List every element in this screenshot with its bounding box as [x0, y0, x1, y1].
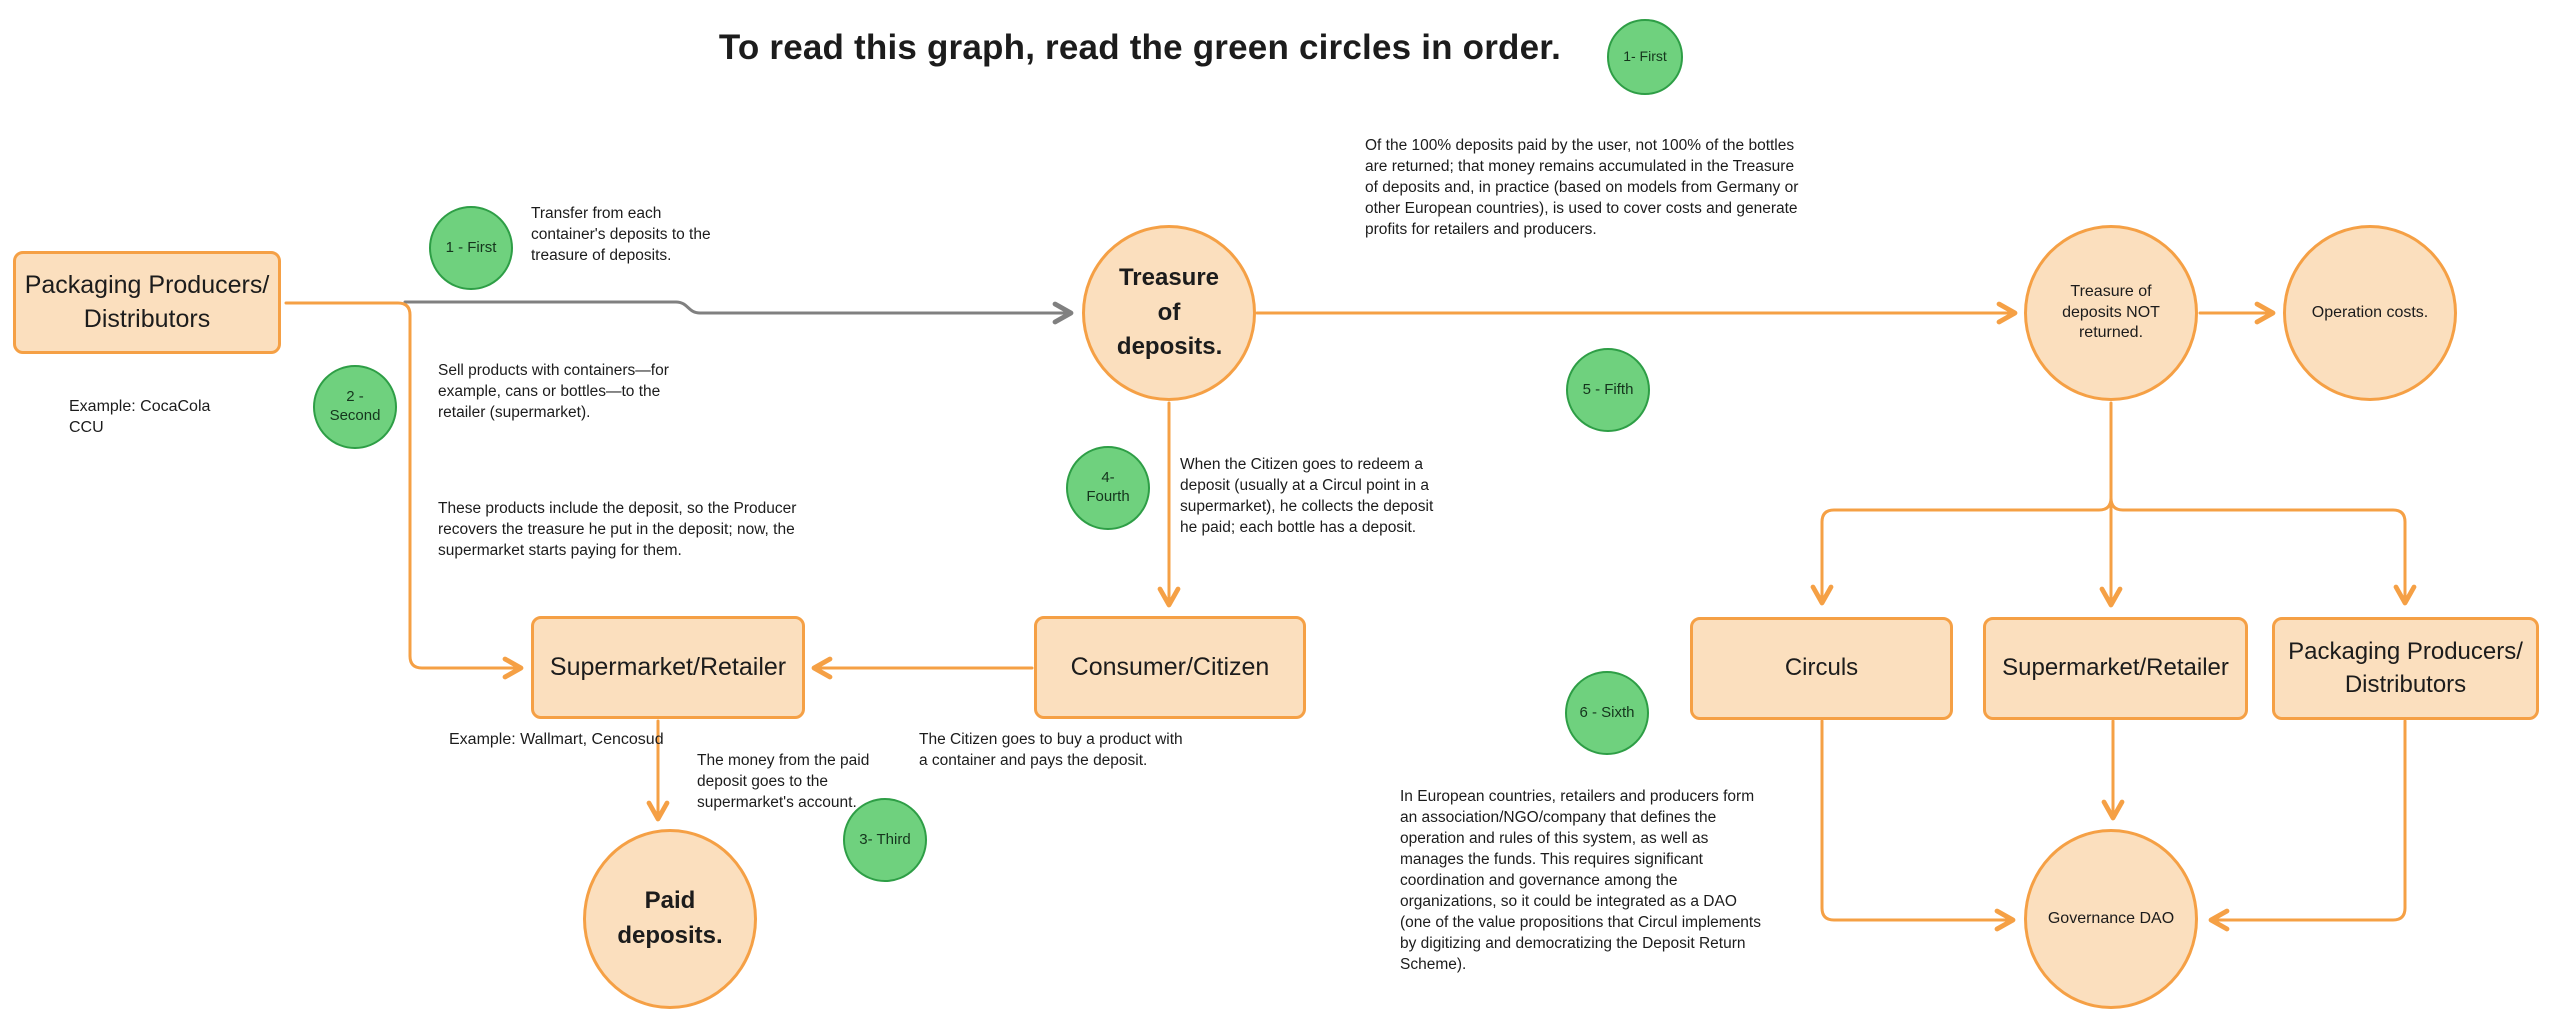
- note-money-to-supermarket: The money from the paid deposit goes to …: [697, 752, 870, 811]
- note-governance-dao: In European countries, retailers and pro…: [1400, 788, 1761, 973]
- node-packaging-producers-2[interactable]: Packaging Producers/ Distributors: [2272, 617, 2539, 720]
- connector-circuls-to-dao: [1820, 719, 2016, 932]
- note-example-producer: Example: CocaCola CCU: [69, 398, 211, 436]
- step-badge-6-label: 6 - Sixth: [1579, 703, 1635, 721]
- node-governance-dao-label: Governance DAO: [2047, 909, 2175, 927]
- node-operation-costs[interactable]: Operation costs.: [2283, 225, 2457, 401]
- connector-branch-to-circuls: [1810, 496, 2113, 606]
- note-redeem-deposit: When the Citizen goes to redeem a deposi…: [1180, 456, 1434, 536]
- note-citizen-buys: The Citizen goes to buy a product with a…: [919, 731, 1183, 769]
- node-consumer-citizen[interactable]: Consumer/Citizen: [1034, 616, 1306, 719]
- connector-packaging2-to-dao: [2208, 719, 2407, 932]
- connector-packaging-to-treasure: [403, 300, 1074, 325]
- page-title: To read this graph, read the green circl…: [718, 28, 1562, 67]
- node-supermarket-retailer-2[interactable]: Supermarket/Retailer: [1983, 617, 2248, 720]
- step-badge-6[interactable]: 6 - Sixth: [1565, 671, 1649, 755]
- node-treasure-not-returned[interactable]: Treasure of deposits NOT returned.: [2024, 225, 2198, 401]
- step-badge-2-label: 2 - Second: [329, 388, 381, 424]
- step-badge-5[interactable]: 5 - Fifth: [1566, 348, 1650, 432]
- note-example-retailer: Example: Wallmart, Cencosud: [449, 731, 664, 748]
- step-badge-3-label: 3- Third: [859, 830, 911, 848]
- node-treasure-of-deposits[interactable]: Treasure of deposits.: [1082, 225, 1256, 401]
- node-supermarket-retailer-label: Supermarket/Retailer: [549, 652, 787, 681]
- node-treasure-not-returned-label: Treasure of deposits NOT returned.: [2062, 282, 2160, 342]
- node-supermarket-retailer-2-label: Supermarket/Retailer: [2002, 654, 2229, 682]
- step-badge-3[interactable]: 3- Third: [843, 798, 927, 882]
- step-badge-1-label: 1 - First: [445, 238, 497, 256]
- node-supermarket-retailer[interactable]: Supermarket/Retailer: [531, 616, 805, 719]
- node-governance-dao[interactable]: Governance DAO: [2024, 829, 2198, 1009]
- legend-step-badge-label: 1- First: [1623, 48, 1667, 65]
- legend-step-badge[interactable]: 1- First: [1607, 19, 1683, 95]
- node-paid-deposits-label: Paid deposits.: [617, 887, 723, 949]
- connector-branch-to-packaging2: [2109, 496, 2417, 606]
- connector-packaging-to-supermarket: [284, 301, 524, 680]
- node-paid-deposits[interactable]: Paid deposits.: [583, 829, 757, 1009]
- step-badge-5-label: 5 - Fifth: [1582, 380, 1634, 398]
- note-sell-products: Sell products with containers—for exampl…: [438, 362, 669, 421]
- step-badge-1[interactable]: 1 - First: [429, 206, 513, 290]
- step-badge-4-label: 4- Fourth: [1086, 469, 1130, 505]
- step-badge-4[interactable]: 4- Fourth: [1066, 446, 1150, 530]
- node-circuls[interactable]: Circuls: [1690, 617, 1953, 720]
- node-operation-costs-label: Operation costs.: [2311, 303, 2429, 321]
- node-consumer-citizen-label: Consumer/Citizen: [1070, 652, 1270, 681]
- node-packaging-producers[interactable]: Packaging Producers/ Distributors: [13, 251, 281, 354]
- step-badge-2[interactable]: 2 - Second: [313, 365, 397, 449]
- note-transfer-deposits: Transfer from each container's deposits …: [531, 205, 711, 264]
- node-circuls-label: Circuls: [1784, 654, 1859, 682]
- node-packaging-producers-2-label: Packaging Producers/ Distributors: [2288, 638, 2523, 698]
- note-products-include-deposit: These products include the deposit, so t…: [438, 500, 797, 559]
- node-packaging-producers-label: Packaging Producers/ Distributors: [24, 270, 270, 333]
- note-deposits-not-returned: Of the 100% deposits paid by the user, n…: [1365, 137, 1799, 238]
- node-treasure-of-deposits-label: Treasure of deposits.: [1116, 263, 1223, 361]
